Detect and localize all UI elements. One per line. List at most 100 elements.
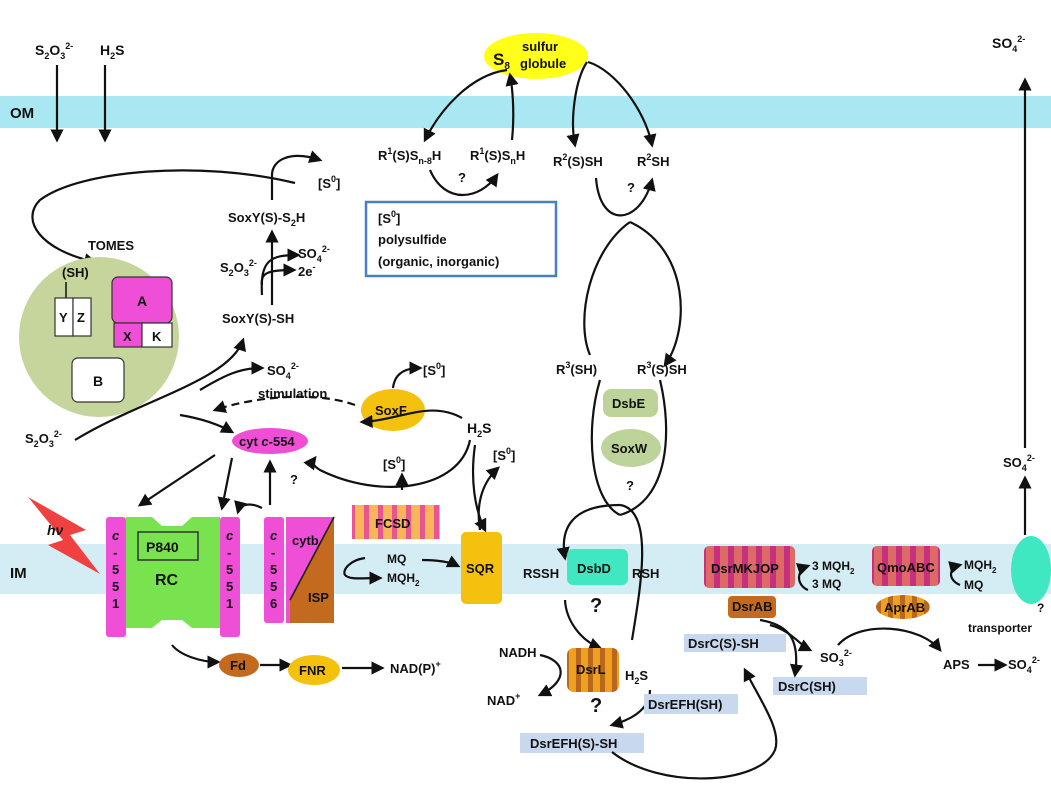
cyt-c554 <box>232 428 308 454</box>
dsbd <box>567 549 628 585</box>
tomes-title: TOMES <box>88 238 134 253</box>
soxz-box <box>72 297 92 337</box>
to-so4-stim-arrow <box>199 361 265 391</box>
aprab <box>876 595 930 619</box>
to-cyt554-arrow <box>179 413 235 434</box>
mq3-cycle-arrow <box>795 563 811 592</box>
c556-to-c551-arrow <box>234 500 263 515</box>
s0-top-sox: [S0] <box>318 174 340 191</box>
aprab-label: AprAB <box>884 600 925 615</box>
polysulfide-box <box>364 200 558 278</box>
c551-right-label: c - 5 5 1 <box>226 528 237 611</box>
thio-left: S2O32- <box>25 429 62 449</box>
soxb-label: B <box>93 373 103 389</box>
so4-mid: SO42- <box>298 244 330 264</box>
dsbd-loop-right <box>619 503 644 641</box>
cytb-label: cytb <box>292 533 319 548</box>
soxy-s2h: SoxY(S)-S2H <box>228 210 305 228</box>
globule-line1: sulfur <box>522 39 558 54</box>
mq-3: 3 MQ <box>812 577 841 591</box>
so3-to-aps-arrow <box>837 627 942 653</box>
q-dsbd: ? <box>590 595 602 617</box>
soxf-to-s0-arrow <box>391 361 423 389</box>
nadh-label: NADH <box>499 645 537 660</box>
rssh-label: RSSH <box>523 566 559 581</box>
soxx-label: X <box>123 329 132 344</box>
h2s-to-cyt554-arrow <box>303 439 472 488</box>
dsrab-label: DsrAB <box>732 599 772 614</box>
h2s-mid: H2S <box>467 420 491 439</box>
rc <box>126 517 220 628</box>
light-bolt-icon <box>28 497 100 574</box>
poly-line1: [S0] <box>378 209 400 226</box>
rc-to-fd-arrow <box>171 644 221 669</box>
globule-to-r1short-arrow <box>423 68 508 143</box>
s8-label: S8 <box>493 50 510 72</box>
fd <box>219 653 259 677</box>
so4-top: SO42- <box>992 34 1025 54</box>
so4-stim: SO42- <box>267 361 299 381</box>
h2s-to-sqr-arrow <box>471 444 487 533</box>
dsrl-label: DsrL <box>576 662 606 677</box>
cyt-c554-label: cyt c-554 <box>239 434 295 449</box>
rc-label: RC <box>155 572 179 589</box>
c551-right <box>220 517 240 637</box>
p840-label: P840 <box>146 539 179 555</box>
dsbe-label: DsbE <box>612 396 646 411</box>
c556-label: c - 5 5 6 <box>270 528 281 611</box>
q-dsrl: ? <box>590 695 602 717</box>
qmoabc <box>872 546 940 586</box>
dsrc-s-sh-label: DsrC(S)-SH <box>688 636 759 651</box>
soxz-label: Z <box>77 310 85 325</box>
q-cyt554: ? <box>290 472 298 487</box>
soxw-label: SoxW <box>611 441 648 456</box>
dsrefh-sh <box>644 694 738 714</box>
mqh2-3: 3 MQH2 <box>812 559 855 576</box>
two-e: 2e- <box>298 262 315 279</box>
dsrefh-ssh <box>520 733 644 753</box>
mq-cycle-arrow <box>343 556 383 585</box>
fcsd-label: FCSD <box>375 516 410 531</box>
poly-line3: (organic, inorganic) <box>378 254 499 269</box>
qmo-mqh2: MQH2 <box>964 558 997 575</box>
dsrab <box>728 596 776 618</box>
so4-end: SO42- <box>1008 655 1040 675</box>
sqr <box>461 532 502 604</box>
dsrefh-ssh-label: DsrEFH(S)-SH <box>530 736 617 751</box>
soxy-label: Y <box>59 310 68 325</box>
soxw-loop-left <box>590 379 621 516</box>
dsrl <box>567 648 619 692</box>
tomes-entry-arrow <box>31 169 296 267</box>
soxa-label: A <box>137 293 147 309</box>
thio-to-2e-arrow <box>260 263 297 286</box>
globule-to-r2sh-arrow <box>587 60 657 148</box>
h2s-to-soxf-arrow <box>359 409 463 429</box>
rsh-label: RSH <box>632 566 659 581</box>
mq-sqr: MQ <box>387 552 406 566</box>
r1long-to-globule-arrow <box>505 72 519 141</box>
qmoabc-label: QmoABC <box>877 560 935 575</box>
dsrc-s-sh <box>684 634 786 652</box>
nadh-cycle-arrow <box>537 653 562 697</box>
cytb-isp-divider <box>289 516 335 601</box>
r1-short: R1(S)Sn-8H <box>378 146 441 166</box>
r1-cycle-arrow <box>428 169 499 196</box>
soxk-label: K <box>152 329 162 344</box>
to-rssh-arrow <box>556 503 621 561</box>
transporter-label: transporter <box>968 621 1032 635</box>
qmo-mq-cycle-arrow <box>948 561 963 587</box>
nadp-label: NAD(P)+ <box>390 659 441 676</box>
r1-long: R1(S)SnH <box>470 146 525 166</box>
q-transporter: ? <box>1037 601 1044 615</box>
poly-line2: polysulfide <box>378 232 447 247</box>
soxy-to-s0-arrow <box>270 150 323 200</box>
nad-label: NAD+ <box>487 691 520 708</box>
isp <box>290 517 334 623</box>
sqr-label: SQR <box>466 561 495 576</box>
dsrc-sh <box>773 677 867 695</box>
thio-to-so4-arrow <box>260 248 301 296</box>
mqh2-sqr: MQH2 <box>387 571 420 588</box>
r3-loop-right-arrow <box>629 221 682 368</box>
